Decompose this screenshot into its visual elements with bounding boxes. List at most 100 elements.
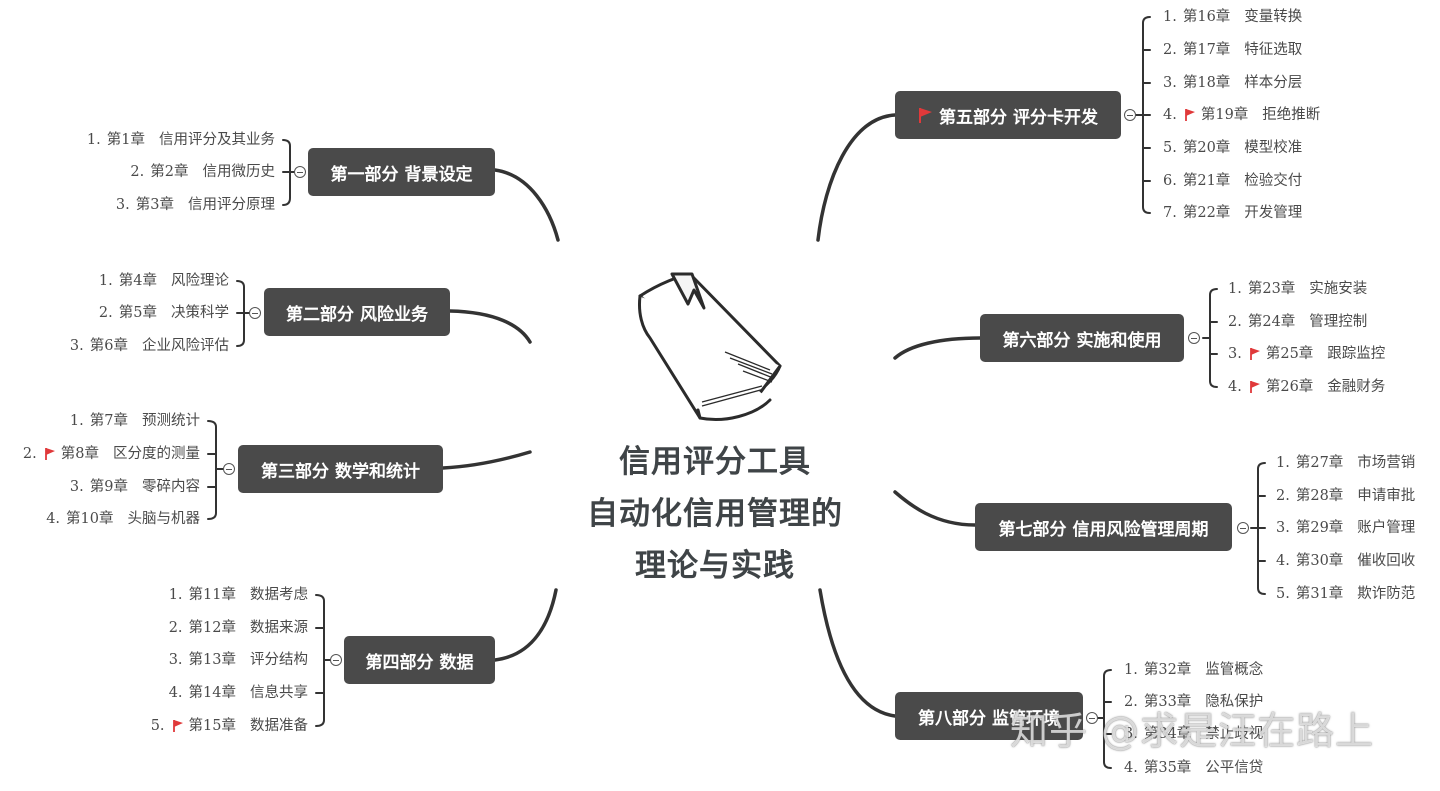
chapter-item[interactable]: 3.第13章评分结构 bbox=[169, 649, 308, 671]
chapter-number: 3. bbox=[1276, 520, 1290, 536]
collapse-toggle-part-1[interactable] bbox=[294, 166, 306, 178]
chapter-item[interactable]: 2.第28章申请审批 bbox=[1276, 485, 1415, 507]
chapter-item[interactable]: 4.第14章信息共享 bbox=[169, 682, 308, 704]
chapter-title: 企业风险评估 bbox=[142, 338, 229, 354]
chapter-item[interactable]: 3.第6章企业风险评估 bbox=[70, 335, 229, 357]
chapter-item[interactable]: 4.第26章金融财务 bbox=[1228, 376, 1385, 398]
chapter-number: 4. bbox=[1228, 379, 1242, 395]
chapter-number: 1. bbox=[1163, 9, 1177, 25]
part-label: 第八部分 监管环境 bbox=[918, 708, 1060, 729]
chapter-item[interactable]: 3.第9章零碎内容 bbox=[70, 476, 200, 498]
chapter-title: 数据来源 bbox=[250, 620, 308, 636]
chapter-title: 跟踪监控 bbox=[1327, 346, 1386, 362]
chapter-number: 3. bbox=[69, 338, 84, 354]
collapse-toggle-part-5[interactable] bbox=[1124, 109, 1136, 121]
chapter-label: 第18章 bbox=[1182, 75, 1231, 91]
chapter-item[interactable]: 5.第31章欺诈防范 bbox=[1276, 583, 1415, 605]
chapter-label: 第11章 bbox=[188, 587, 236, 603]
chapter-item[interactable]: 1.第7章预测统计 bbox=[70, 410, 200, 432]
watermark: 知乎 @求是汪在路上 bbox=[1010, 709, 1375, 753]
chapter-number: 7. bbox=[1163, 205, 1177, 221]
chapter-item[interactable]: 5.第20章模型校准 bbox=[1163, 137, 1302, 159]
chapter-title: 公平信贷 bbox=[1205, 760, 1264, 776]
chapter-title: 监管概念 bbox=[1205, 662, 1264, 678]
chapter-title: 拒绝推断 bbox=[1262, 107, 1321, 123]
connector-part-1 bbox=[493, 168, 560, 242]
chapter-item[interactable]: 2.第5章决策科学 bbox=[99, 302, 229, 324]
chapter-item[interactable]: 3.第3章信用评分原理 bbox=[116, 194, 275, 216]
chapter-number: 4. bbox=[1163, 107, 1177, 123]
chapter-number: 2. bbox=[130, 164, 145, 180]
part-node-4[interactable]: 第四部分 数据 bbox=[344, 636, 495, 684]
part-label: 第五部分 评分卡开发 bbox=[939, 107, 1098, 128]
chapter-item[interactable]: 1.第4章风险理论 bbox=[99, 270, 229, 292]
chapter-item[interactable]: 1.第1章信用评分及其业务 bbox=[87, 129, 275, 151]
chapter-number: 4. bbox=[46, 511, 61, 527]
chapter-item[interactable]: 4.第10章头脑与机器 bbox=[46, 508, 200, 530]
chapter-item[interactable]: 1.第11章数据考虑 bbox=[169, 584, 308, 606]
chapter-number: 3. bbox=[1124, 726, 1138, 742]
bracket-part-6 bbox=[1202, 288, 1218, 388]
collapse-toggle-part-3[interactable] bbox=[223, 463, 235, 475]
part-node-1[interactable]: 第一部分 背景设定 bbox=[308, 148, 495, 196]
chapter-title: 检验交付 bbox=[1244, 173, 1303, 189]
chapter-item[interactable]: 3. 第25章跟踪监控 bbox=[1228, 343, 1385, 365]
collapse-toggle-part-7[interactable] bbox=[1237, 522, 1249, 534]
chapter-number: 4. bbox=[1276, 553, 1290, 569]
chapter-item[interactable]: 4.第19章拒绝推断 bbox=[1163, 104, 1320, 126]
chapter-item[interactable]: 6.第21章检验交付 bbox=[1163, 170, 1302, 192]
chapter-item[interactable]: 1.第23章实施安装 bbox=[1228, 278, 1367, 300]
chapter-item[interactable]: 2.第33章隐私保护 bbox=[1124, 691, 1263, 713]
chapter-number: 5. bbox=[1276, 586, 1290, 602]
chapter-item[interactable]: 2.第8章区分度的测量 bbox=[23, 443, 200, 465]
chapter-title: 市场营销 bbox=[1357, 455, 1416, 471]
chapter-title: 账户管理 bbox=[1357, 520, 1416, 536]
chapter-label: 第29章 bbox=[1295, 520, 1344, 536]
part-node-8[interactable]: 第八部分 监管环境 bbox=[895, 692, 1083, 740]
chapter-item[interactable]: 4.第30章催收回收 bbox=[1276, 550, 1415, 572]
part-label: 第二部分 风险业务 bbox=[286, 304, 428, 325]
chapter-item[interactable]: 3.第18章样本分层 bbox=[1163, 72, 1302, 94]
chapter-number: 2. bbox=[1276, 488, 1290, 504]
collapse-toggle-part-2[interactable] bbox=[249, 307, 261, 319]
chapter-item[interactable]: 2.第2章信用微历史 bbox=[130, 161, 275, 183]
flag-icon bbox=[1184, 109, 1195, 121]
chapter-number: 1. bbox=[1228, 281, 1242, 297]
part-node-3[interactable]: 第三部分 数学和统计 bbox=[238, 445, 443, 493]
chapter-item[interactable]: 1.第27章市场营销 bbox=[1276, 452, 1415, 474]
central-topic-title[interactable]: 信用评分工具 自动化信用管理的 理论与实践 bbox=[575, 436, 855, 592]
chapter-number: 3. bbox=[168, 652, 183, 668]
collapse-toggle-part-4[interactable] bbox=[330, 654, 342, 666]
chapter-title: 禁止歧视 bbox=[1205, 726, 1264, 742]
part-node-2[interactable]: 第二部分 风险业务 bbox=[264, 288, 450, 336]
collapse-toggle-part-6[interactable] bbox=[1188, 332, 1200, 344]
chapter-item[interactable]: 5.第15章数据准备 bbox=[151, 715, 308, 737]
chapter-item[interactable]: 2.第12章数据来源 bbox=[169, 617, 308, 639]
part-node-6[interactable]: 第六部分 实施和使用 bbox=[980, 314, 1184, 362]
chapter-title: 数据考虑 bbox=[250, 587, 308, 603]
chapter-title: 隐私保护 bbox=[1205, 694, 1264, 710]
flag-icon bbox=[172, 720, 183, 732]
chapter-number: 2. bbox=[1228, 314, 1242, 330]
bracket-part-4 bbox=[315, 594, 331, 727]
chapter-number: 3. bbox=[1228, 346, 1242, 362]
chapter-item[interactable]: 1.第16章变量转换 bbox=[1163, 6, 1302, 28]
part-node-5[interactable]: 第五部分 评分卡开发 bbox=[895, 91, 1121, 139]
chapter-item[interactable]: 3. 第29章账户管理 bbox=[1276, 517, 1415, 539]
collapse-toggle-part-8[interactable] bbox=[1086, 712, 1098, 724]
chapter-item[interactable]: 2.第24章管理控制 bbox=[1228, 311, 1367, 333]
chapter-number: 2. bbox=[168, 620, 183, 636]
part-node-7[interactable]: 第七部分 信用风险管理周期 bbox=[975, 503, 1232, 551]
connector-part-6 bbox=[893, 336, 982, 360]
chapter-item[interactable]: 4.第35章公平信贷 bbox=[1124, 757, 1263, 779]
chapter-title: 数据准备 bbox=[250, 718, 308, 734]
chapter-item[interactable]: 2.第17章特征选取 bbox=[1163, 39, 1302, 61]
chapter-label: 第7章 bbox=[89, 413, 128, 429]
chapter-label: 第2章 bbox=[150, 164, 189, 180]
chapter-label: 第25章 bbox=[1265, 346, 1314, 362]
chapter-item[interactable]: 1.第32章监管概念 bbox=[1124, 659, 1263, 681]
chapter-number: 3. bbox=[115, 197, 130, 213]
chapter-item[interactable]: 7.第22章开发管理 bbox=[1163, 202, 1302, 224]
chapter-item[interactable]: 3.第34章禁止歧视 bbox=[1124, 723, 1263, 745]
